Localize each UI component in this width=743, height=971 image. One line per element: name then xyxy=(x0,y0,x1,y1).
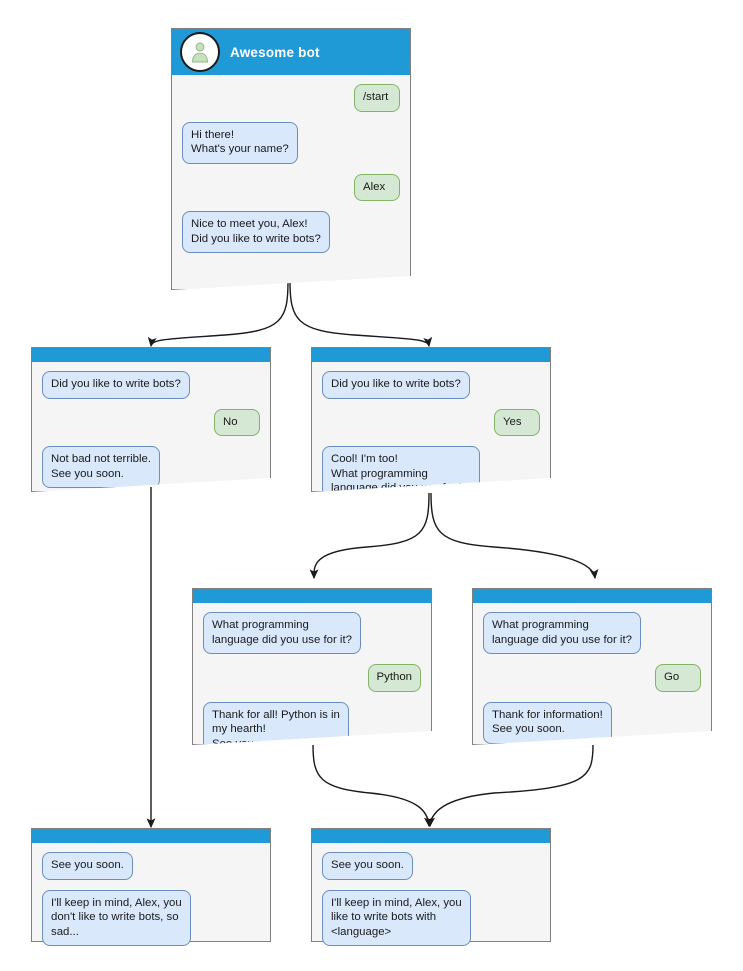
node-answer-yes-header xyxy=(312,348,550,362)
node-answer-yes[interactable]: Did you like to write bots? Yes Cool! I'… xyxy=(311,347,551,492)
message-row: See you soon. xyxy=(322,852,540,880)
user-message-bubble: Yes xyxy=(494,409,540,437)
connector-start-to-yes xyxy=(289,280,433,348)
bot-message-bubble: See you soon. xyxy=(322,852,413,880)
message-row: Not bad not terrible. See you soon. xyxy=(42,446,260,488)
bot-message-bubble: Nice to meet you, Alex! Did you like to … xyxy=(182,211,330,253)
node-end-no-header xyxy=(32,829,270,843)
message-row: What programming language did you use fo… xyxy=(203,612,421,654)
message-row: Python xyxy=(203,664,421,692)
message-row: Yes xyxy=(322,409,540,437)
bot-message-bubble: See you soon. xyxy=(42,852,133,880)
node-language-python-header xyxy=(193,589,431,603)
message-row: Cool! I'm too! What programming language… xyxy=(322,446,540,503)
node-start-header: Awesome bot xyxy=(172,29,410,75)
message-row: Thank for all! Python is in my hearth! S… xyxy=(203,702,421,759)
message-row: Nice to meet you, Alex! Did you like to … xyxy=(182,211,400,253)
message-row: Go xyxy=(483,664,701,692)
message-row: Hi there! What's your name? xyxy=(182,122,400,164)
bot-message-bubble: Thank for information! See you soon. xyxy=(483,702,612,744)
message-row: Thank for information! See you soon. xyxy=(483,702,701,744)
node-language-go-chat: What programming language did you use fo… xyxy=(473,603,711,754)
bot-message-bubble: Not bad not terrible. See you soon. xyxy=(42,446,160,488)
connector-start-to-no xyxy=(147,280,289,348)
node-end-no-chat: See you soon. I'll keep in mind, Alex, y… xyxy=(32,843,270,956)
message-row: No xyxy=(42,409,260,437)
connector-python-to-end xyxy=(312,744,433,828)
bot-message-bubble: Cool! I'm too! What programming language… xyxy=(322,446,480,503)
user-message-bubble: Go xyxy=(655,664,701,692)
message-row: What programming language did you use fo… xyxy=(483,612,701,654)
node-answer-no-chat: Did you like to write bots? No Not bad n… xyxy=(32,362,270,498)
user-message-bubble: Python xyxy=(368,664,421,692)
user-message-bubble: No xyxy=(214,409,260,437)
message-row: I'll keep in mind, Alex, you like to wri… xyxy=(322,889,540,946)
message-row: I'll keep in mind, Alex, you don't like … xyxy=(42,889,260,946)
bot-message-bubble: Hi there! What's your name? xyxy=(182,122,298,164)
bot-name-label: Awesome bot xyxy=(230,44,320,60)
bot-message-bubble: Did you like to write bots? xyxy=(322,371,470,399)
node-language-python[interactable]: What programming language did you use fo… xyxy=(192,588,432,745)
message-row: See you soon. xyxy=(42,852,260,880)
user-message-bubble: Alex xyxy=(354,174,400,202)
node-language-python-chat: What programming language did you use fo… xyxy=(193,603,431,768)
node-answer-no-header xyxy=(32,348,270,362)
bot-message-bubble: What programming language did you use fo… xyxy=(483,612,641,654)
node-end-yes[interactable]: See you soon. I'll keep in mind, Alex, y… xyxy=(311,828,551,946)
node-start-chat: /start Hi there! What's your name? Alex … xyxy=(172,75,410,263)
node-start[interactable]: Awesome bot /start Hi there! What's your… xyxy=(171,28,411,290)
node-end-yes-chat: See you soon. I'll keep in mind, Alex, y… xyxy=(312,843,550,956)
bot-message-bubble: I'll keep in mind, Alex, you don't like … xyxy=(42,889,191,946)
node-language-go-header xyxy=(473,589,711,603)
message-row: Did you like to write bots? xyxy=(42,371,260,399)
message-row: Did you like to write bots? xyxy=(322,371,540,399)
bot-message-bubble: Did you like to write bots? xyxy=(42,371,190,399)
node-answer-yes-chat: Did you like to write bots? Yes Cool! I'… xyxy=(312,362,550,513)
message-row: Alex xyxy=(182,174,400,202)
node-end-no[interactable]: See you soon. I'll keep in mind, Alex, y… xyxy=(31,828,271,946)
bot-message-bubble: Thank for all! Python is in my hearth! S… xyxy=(203,702,349,759)
person-avatar-icon xyxy=(180,32,220,72)
connector-yes-to-go xyxy=(430,492,599,580)
bot-message-bubble: What programming language did you use fo… xyxy=(203,612,361,654)
bot-message-bubble: I'll keep in mind, Alex, you like to wri… xyxy=(322,889,471,946)
node-end-yes-header xyxy=(312,829,550,843)
connector-go-to-end xyxy=(426,744,594,828)
user-message-bubble: /start xyxy=(354,84,400,112)
node-language-go[interactable]: What programming language did you use fo… xyxy=(472,588,712,745)
node-answer-no[interactable]: Did you like to write bots? No Not bad n… xyxy=(31,347,271,492)
connector-yes-to-python xyxy=(309,492,430,580)
message-row: /start xyxy=(182,84,400,112)
